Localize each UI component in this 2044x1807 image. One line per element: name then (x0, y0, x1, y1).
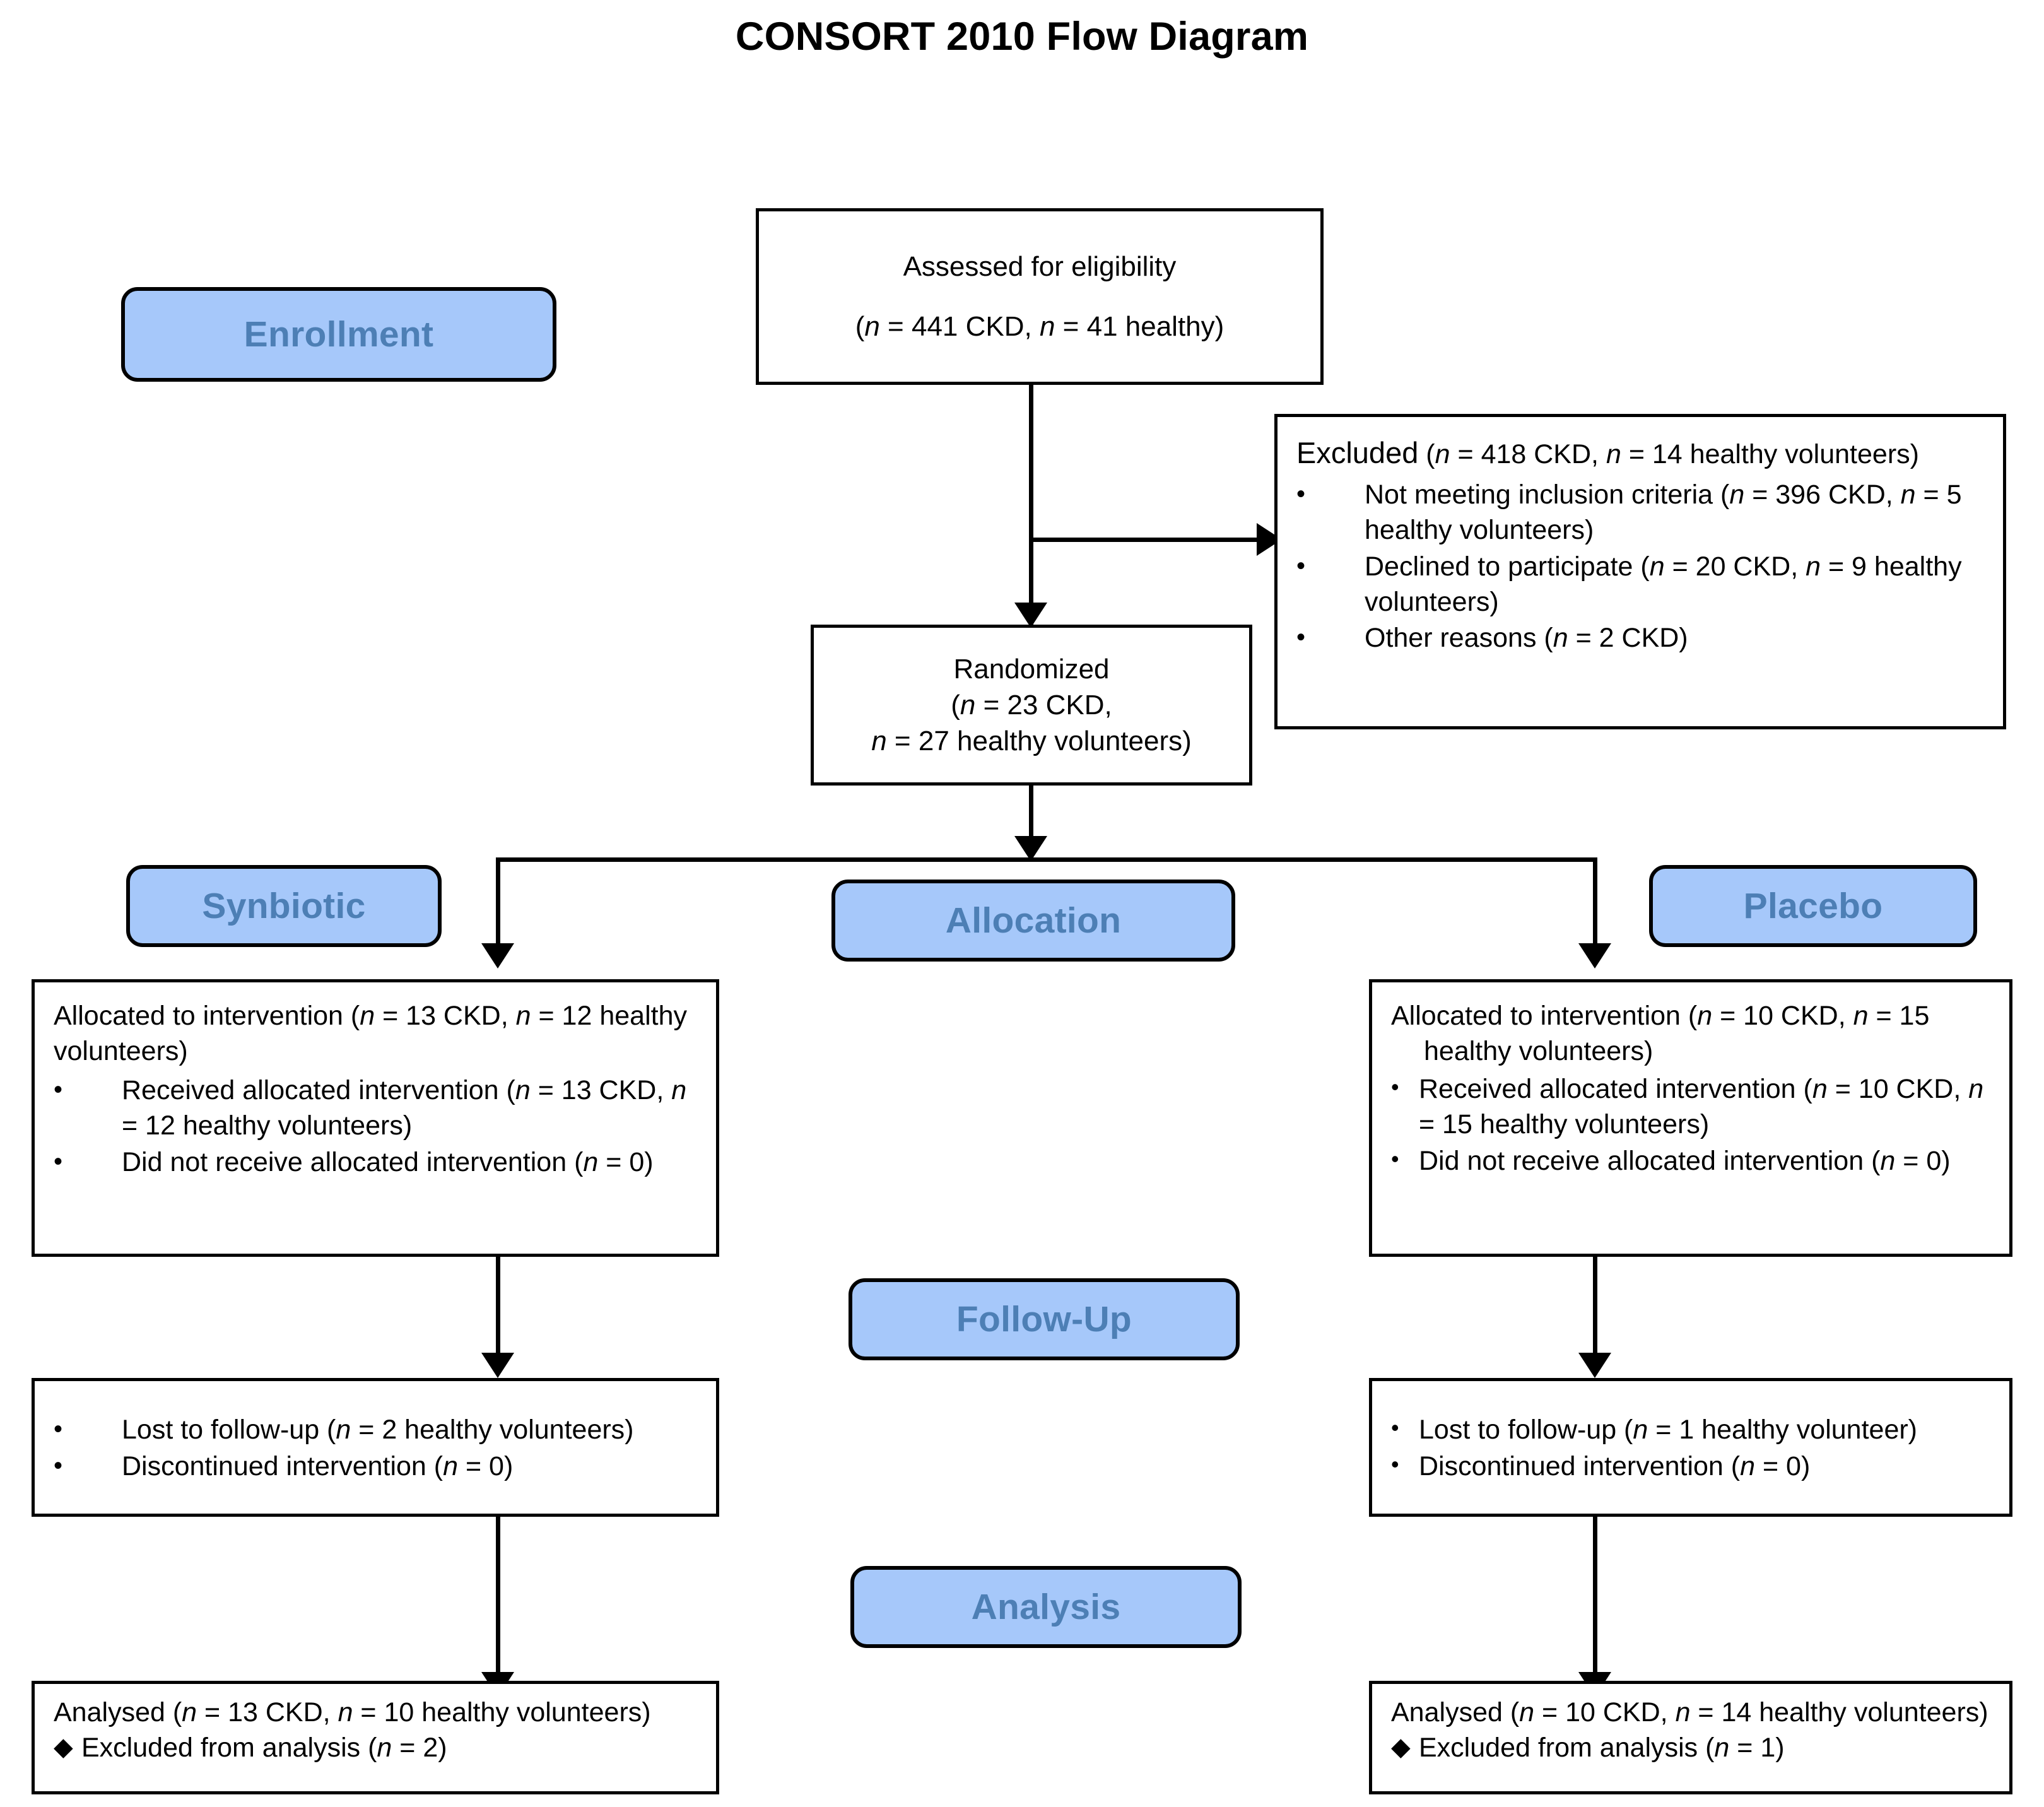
connector-left-allocation-to-followup (496, 1257, 500, 1361)
connector-right-allocation-to-followup (1593, 1257, 1597, 1361)
page-title: CONSORT 2010 Flow Diagram (735, 15, 1309, 59)
box-right-allocation: Allocated to intervention (n = 10 CKD, n… (1369, 979, 2012, 1257)
right-allocation-list: • Received allocated intervention (n = 1… (1391, 1072, 1993, 1179)
list-item: • Lost to follow-up (n = 2 healthy volun… (54, 1413, 700, 1448)
bullet-icon: • (1391, 1073, 1399, 1100)
connector-allocation-split (496, 857, 1597, 862)
bullet-icon: • (54, 1415, 63, 1443)
randomized-line2: n = 27 healthy volunteers) (871, 726, 1192, 757)
list-item: • Received allocated intervention (n = 1… (1391, 1072, 1993, 1143)
stage-label-analysis: Analysis (850, 1566, 1242, 1648)
box-right-analysis: Analysed (n = 10 CKD, n = 14 healthy vol… (1369, 1681, 2012, 1794)
box-left-analysis: Analysed (n = 13 CKD, n = 10 healthy vol… (32, 1681, 719, 1794)
stage-label-allocation: Allocation (831, 880, 1235, 962)
box-assessed-for-eligibility: Assessed for eligibility (n = 441 CKD, n… (756, 208, 1324, 385)
connector-left-followup-to-analysis (496, 1517, 500, 1681)
list-item: • Discontinued intervention (n = 0) (54, 1449, 700, 1485)
arrow-split-to-right-arm (1578, 943, 1611, 968)
bullet-icon: • (1391, 1145, 1399, 1172)
assessed-heading: Assessed for eligibility (903, 250, 1177, 282)
arrow-eligibility-to-randomized (1014, 603, 1047, 628)
bullet-icon: • (1296, 480, 1306, 508)
left-allocation-heading: Allocated to intervention (n = 13 CKD, n… (54, 1001, 687, 1066)
diamond-bullet-icon: ◆ (1391, 1733, 1411, 1761)
stage-label-synbiotic: Synbiotic (126, 865, 442, 947)
box-excluded: Excluded (n = 418 CKD, n = 14 healthy vo… (1274, 414, 2006, 729)
connector-split-to-right-arm (1593, 857, 1597, 946)
stage-label-synbiotic-text: Synbiotic (202, 886, 366, 926)
bullet-icon: • (54, 1075, 63, 1104)
left-allocation-list: • Received allocated intervention (n = 1… (54, 1073, 700, 1180)
box-right-followup: • Lost to follow-up (n = 1 healthy volun… (1369, 1378, 2012, 1517)
stage-label-analysis-text: Analysis (971, 1587, 1121, 1627)
box-left-allocation: Allocated to intervention (n = 13 CKD, n… (32, 979, 719, 1257)
connector-right-followup-to-analysis (1593, 1517, 1597, 1681)
stage-label-placebo: Placebo (1649, 865, 1977, 947)
arrow-randomized-to-split (1014, 836, 1047, 861)
randomized-heading: Randomized (953, 653, 1110, 685)
list-item: • Did not receive allocated intervention… (1391, 1144, 1993, 1179)
box-left-followup: • Lost to follow-up (n = 2 healthy volun… (32, 1378, 719, 1517)
stage-label-enrollment: Enrollment (121, 287, 556, 382)
connector-eligibility-to-excluded (1029, 538, 1275, 542)
arrow-left-allocation-to-followup (481, 1353, 514, 1378)
bullet-icon: • (1391, 1451, 1399, 1477)
left-analysis-list: ◆ Excluded from analysis (n = 2) (54, 1731, 700, 1766)
list-item: ◆ Excluded from analysis (n = 1) (1391, 1731, 1993, 1766)
left-analysis-heading: Analysed (n = 13 CKD, n = 10 healthy vol… (54, 1697, 651, 1728)
bullet-icon: • (1296, 551, 1306, 580)
assessed-counts: (n = 441 CKD, n = 41 healthy) (855, 311, 1225, 342)
list-item: ◆ Excluded from analysis (n = 2) (54, 1731, 700, 1766)
bullet-icon: • (1391, 1415, 1399, 1440)
stage-label-followup: Follow-Up (849, 1278, 1240, 1360)
right-analysis-list: ◆ Excluded from analysis (n = 1) (1391, 1731, 1993, 1766)
stage-label-followup-text: Follow-Up (956, 1299, 1132, 1339)
right-allocation-heading: Allocated to intervention (n = 10 CKD, n… (1391, 1001, 1930, 1066)
left-followup-list: • Lost to follow-up (n = 2 healthy volun… (54, 1413, 700, 1485)
list-item: • Not meeting inclusion criteria (n = 39… (1296, 478, 1987, 548)
connector-randomized-to-split (1029, 786, 1033, 861)
right-followup-list: • Lost to follow-up (n = 1 healthy volun… (1391, 1413, 1993, 1485)
stage-label-placebo-text: Placebo (1743, 886, 1883, 926)
list-item: • Received allocated intervention (n = 1… (54, 1073, 700, 1144)
stage-label-allocation-text: Allocation (945, 900, 1122, 941)
excluded-heading: Excluded (n = 418 CKD, n = 14 healthy vo… (1296, 436, 1919, 469)
randomized-line1: (n = 23 CKD, (951, 689, 1112, 721)
diamond-bullet-icon: ◆ (54, 1733, 73, 1761)
arrow-right-allocation-to-followup (1578, 1353, 1611, 1378)
connector-eligibility-to-randomized (1029, 385, 1033, 625)
list-item: • Other reasons (n = 2 CKD) (1296, 621, 1987, 656)
list-item: • Discontinued intervention (n = 0) (1391, 1449, 1993, 1485)
bullet-icon: • (54, 1147, 63, 1175)
connector-split-to-left-arm (496, 857, 500, 946)
excluded-reason-list: • Not meeting inclusion criteria (n = 39… (1296, 478, 1987, 656)
list-item: • Declined to participate (n = 20 CKD, n… (1296, 550, 1987, 620)
right-analysis-heading: Analysed (n = 10 CKD, n = 14 healthy vol… (1391, 1697, 1988, 1728)
list-item: • Lost to follow-up (n = 1 healthy volun… (1391, 1413, 1993, 1448)
list-item: • Did not receive allocated intervention… (54, 1145, 700, 1180)
bullet-icon: • (54, 1451, 63, 1480)
bullet-icon: • (1296, 623, 1306, 652)
box-randomized: Randomized (n = 23 CKD, n = 27 healthy v… (811, 625, 1252, 786)
stage-label-enrollment-text: Enrollment (244, 314, 434, 355)
arrow-split-to-left-arm (481, 943, 514, 968)
